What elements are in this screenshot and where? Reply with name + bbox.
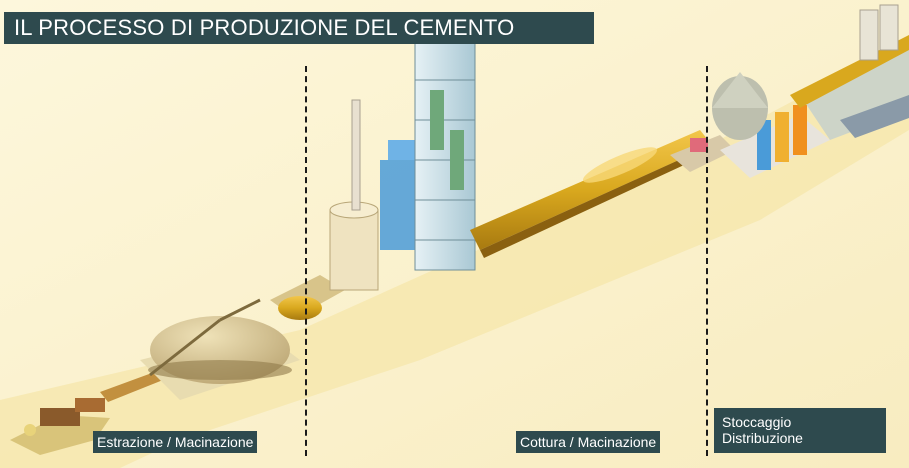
distribution-area: [790, 4, 909, 140]
clinker-cooler: [670, 135, 735, 172]
crusher-unit: [270, 275, 345, 320]
cement-silos: [712, 72, 830, 178]
raw-material-dome: [140, 298, 300, 400]
diagram-title: IL PROCESSO DI PRODUZIONE DEL CEMENTO: [4, 12, 594, 44]
stage-label-extraction: Estrazione / Macinazione: [93, 431, 258, 453]
stage-label-storage: Stoccaggio Distribuzione: [714, 408, 886, 453]
preheater-tower: [414, 39, 476, 271]
stage-divider-1: [305, 66, 307, 456]
stage-label-storage-line2: Distribuzione: [722, 430, 803, 446]
stage-divider-2: [706, 66, 708, 456]
quarry-machinery: [10, 370, 168, 455]
stage-label-firing: Cottura / Macinazione: [516, 431, 661, 453]
stage-label-storage-line1: Stoccaggio: [722, 414, 792, 430]
rotary-kiln: [470, 130, 712, 258]
raw-mill-silos: [329, 99, 420, 291]
